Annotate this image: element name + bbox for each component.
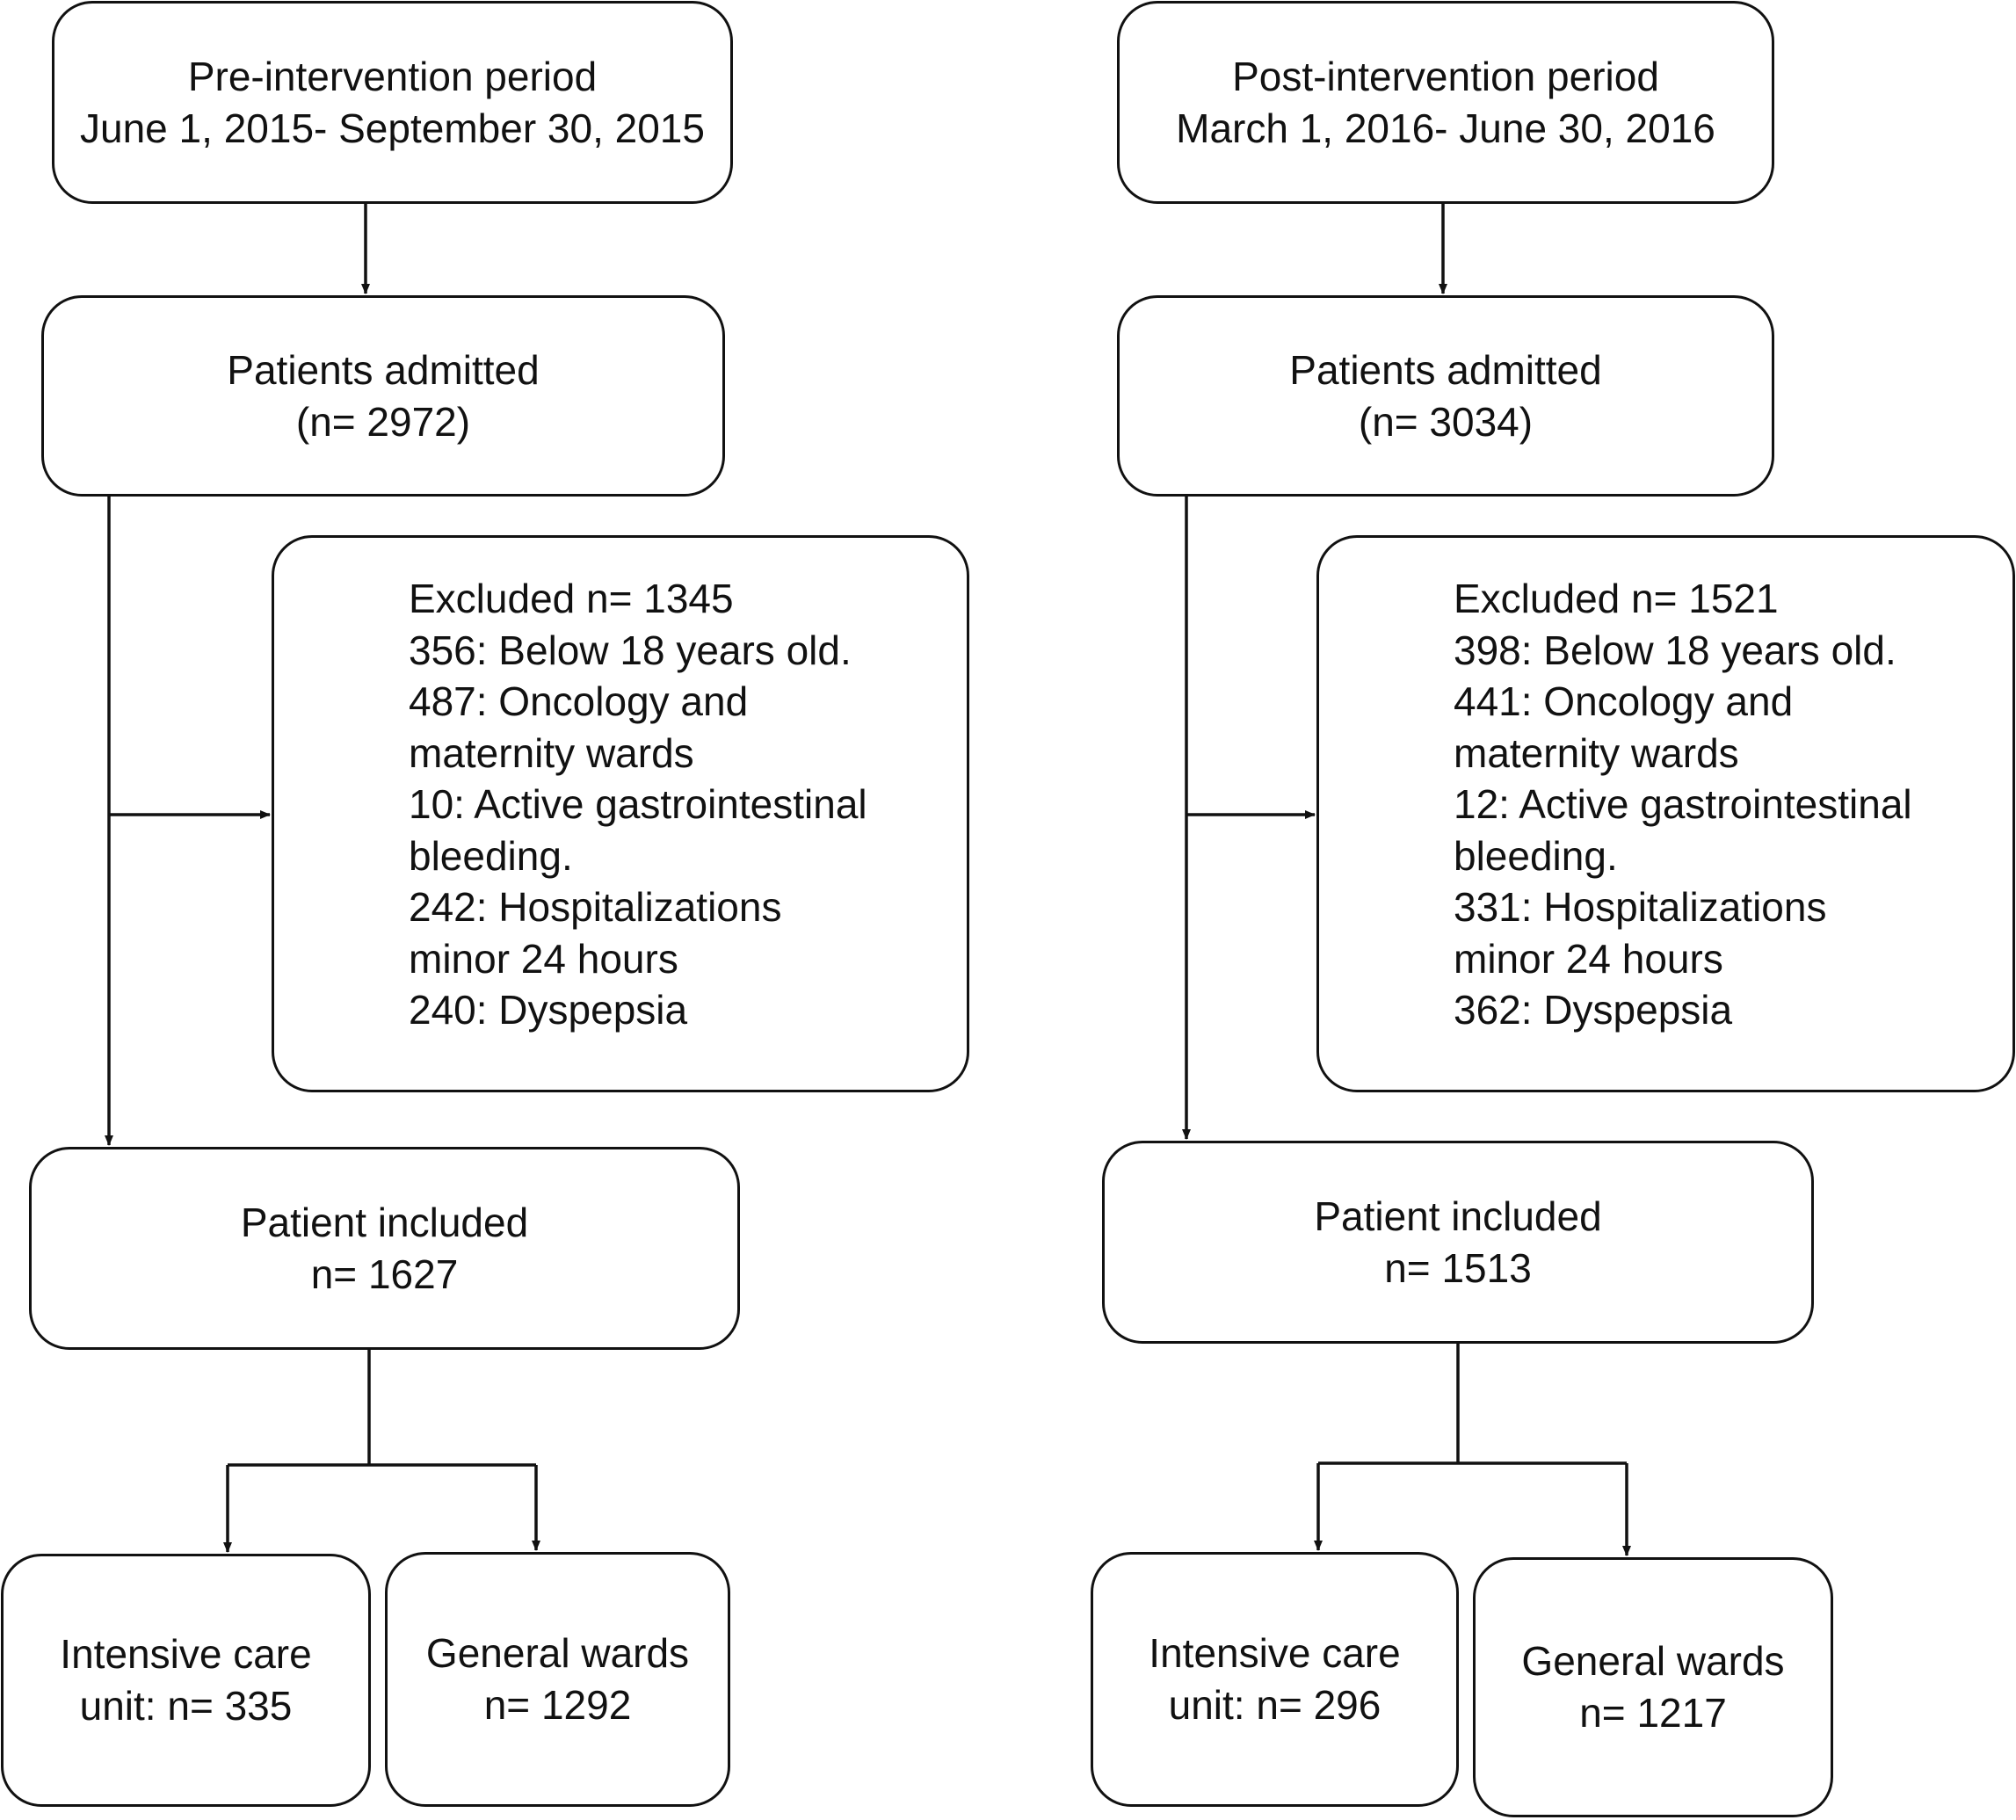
pre-excluded-line: minor 24 hours <box>409 935 678 982</box>
pre-excluded-box: Excluded n= 1345 356: Below 18 years old… <box>272 535 969 1092</box>
post-included-label: Patient included <box>1314 1193 1602 1239</box>
post-intervention-period-box: Post-intervention period March 1, 2016- … <box>1117 1 1774 204</box>
post-icu-box: Intensive care unit: n= 296 <box>1091 1552 1459 1807</box>
post-excluded-line: bleeding. <box>1454 832 1618 879</box>
post-excluded-box: Excluded n= 1521 398: Below 18 years old… <box>1316 535 2015 1092</box>
pre-general-wards-box: General wards n= 1292 <box>385 1552 730 1807</box>
pre-excluded-line: maternity wards <box>409 729 694 776</box>
post-excluded-line: Excluded n= 1521 <box>1454 576 1779 621</box>
split-connector-left <box>228 1350 536 1467</box>
post-excluded-line: 362: Dyspepsia <box>1454 987 1733 1033</box>
post-period-dates: March 1, 2016- June 30, 2016 <box>1176 105 1715 151</box>
pre-general-count: n= 1292 <box>483 1682 632 1728</box>
pre-icu-label: Intensive care <box>60 1631 312 1677</box>
post-included-count: n= 1513 <box>1384 1244 1532 1291</box>
pre-excluded-line: bleeding. <box>409 832 573 879</box>
pre-patient-included-box: Patient included n= 1627 <box>29 1147 740 1350</box>
pre-excluded-line: 356: Below 18 years old. <box>409 627 852 673</box>
post-general-wards-box: General wards n= 1217 <box>1473 1557 1833 1817</box>
post-general-count: n= 1217 <box>1579 1690 1727 1736</box>
pre-excluded-line: 487: Oncology and <box>409 678 749 724</box>
post-patient-included-box: Patient included n= 1513 <box>1102 1141 1814 1344</box>
post-period-title: Post-intervention period <box>1232 53 1659 99</box>
pre-admitted-count: (n= 2972) <box>295 398 471 445</box>
pre-period-dates: June 1, 2015- September 30, 2015 <box>80 105 705 151</box>
pre-excluded-line: Excluded n= 1345 <box>409 576 734 621</box>
pre-period-title: Pre-intervention period <box>187 53 598 99</box>
post-admitted-count: (n= 3034) <box>1358 398 1534 445</box>
pre-excluded-line: 240: Dyspepsia <box>409 987 688 1033</box>
pre-icu-count: unit: n= 335 <box>79 1683 293 1729</box>
pre-included-count: n= 1627 <box>310 1251 459 1297</box>
post-excluded-line: 441: Oncology and <box>1454 678 1794 724</box>
post-general-label: General wards <box>1521 1638 1785 1684</box>
pre-admitted-label: Patients admitted <box>227 346 540 393</box>
pre-included-label: Patient included <box>240 1199 529 1245</box>
post-patients-admitted-box: Patients admitted (n= 3034) <box>1117 295 1774 497</box>
pre-excluded-line: 10: Active gastrointestinal <box>409 781 867 827</box>
post-icu-label: Intensive care <box>1149 1630 1401 1676</box>
split-connector-right <box>1318 1344 1627 1465</box>
pre-general-label: General wards <box>425 1630 690 1676</box>
post-excluded-line: maternity wards <box>1454 729 1739 776</box>
post-excluded-line: 12: Active gastrointestinal <box>1454 781 1912 827</box>
pre-patients-admitted-box: Patients admitted (n= 2972) <box>41 295 725 497</box>
post-excluded-line: minor 24 hours <box>1454 935 1723 982</box>
post-excluded-line: 331: Hospitalizations <box>1454 884 1827 930</box>
pre-icu-box: Intensive care unit: n= 335 <box>1 1554 371 1807</box>
post-icu-count: unit: n= 296 <box>1168 1682 1381 1728</box>
pre-intervention-period-box: Pre-intervention period June 1, 2015- Se… <box>52 1 733 204</box>
post-admitted-label: Patients admitted <box>1289 346 1602 393</box>
post-excluded-line: 398: Below 18 years old. <box>1454 627 1896 673</box>
pre-excluded-line: 242: Hospitalizations <box>409 884 782 930</box>
